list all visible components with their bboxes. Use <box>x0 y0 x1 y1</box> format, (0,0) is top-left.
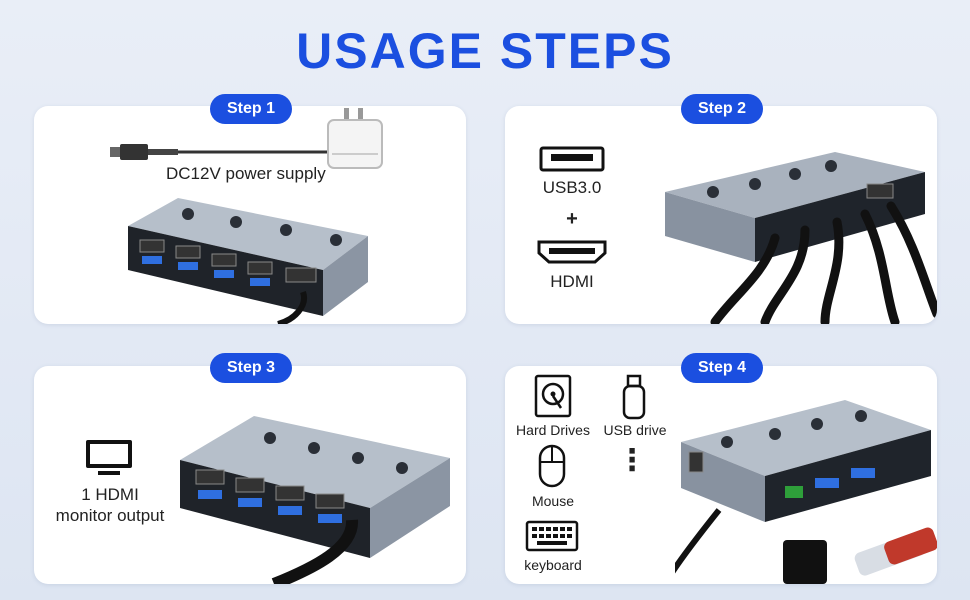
step-4-badge: Step 4 <box>681 353 763 383</box>
kvm-switch-image <box>675 400 937 584</box>
step-3-panel: 1 HDMI monitor output <box>34 366 466 584</box>
more-devices-ellipsis: ⋮ <box>617 444 647 477</box>
hdmi-port-icon <box>537 240 607 264</box>
usb-label: USB3.0 <box>542 178 602 197</box>
power-caption: DC12V power supply <box>166 164 326 183</box>
keyboard-icon <box>525 520 579 552</box>
power-adapter-icon <box>327 108 383 169</box>
dc-plug-icon <box>110 144 338 160</box>
mouse-label: Mouse <box>531 493 575 509</box>
step-4-panel: Hard Drives USB drive Mouse ⋮ keyboard <box>505 366 937 584</box>
kvm-switch-image <box>128 198 368 324</box>
monitor-line-1: 1 HDMI <box>81 485 139 504</box>
keyboard-label: keyboard <box>524 557 582 573</box>
kvm-switch-image <box>180 416 450 584</box>
step-2-badge: Step 2 <box>681 94 763 124</box>
monitor-icon <box>86 440 132 475</box>
mouse-icon <box>538 444 566 488</box>
plus-sign: + <box>566 208 578 230</box>
usb-drive-icon <box>622 374 646 420</box>
usb-drive-label: USB drive <box>603 422 667 438</box>
kvm-switch-image <box>665 152 937 324</box>
page-title: USAGE STEPS <box>296 23 674 79</box>
step-1-badge: Step 1 <box>210 94 292 124</box>
step-2-panel: USB3.0 + HDMI <box>505 106 937 324</box>
usb-port-icon <box>539 146 605 172</box>
hard-drives-label: Hard Drives <box>516 422 590 438</box>
hard-drive-icon <box>534 374 572 418</box>
hdmi-label: HDMI <box>550 272 594 291</box>
monitor-line-2: monitor output <box>55 506 165 525</box>
step-3-badge: Step 3 <box>210 353 292 383</box>
step-1-panel: DC12V power supply <box>34 106 466 324</box>
